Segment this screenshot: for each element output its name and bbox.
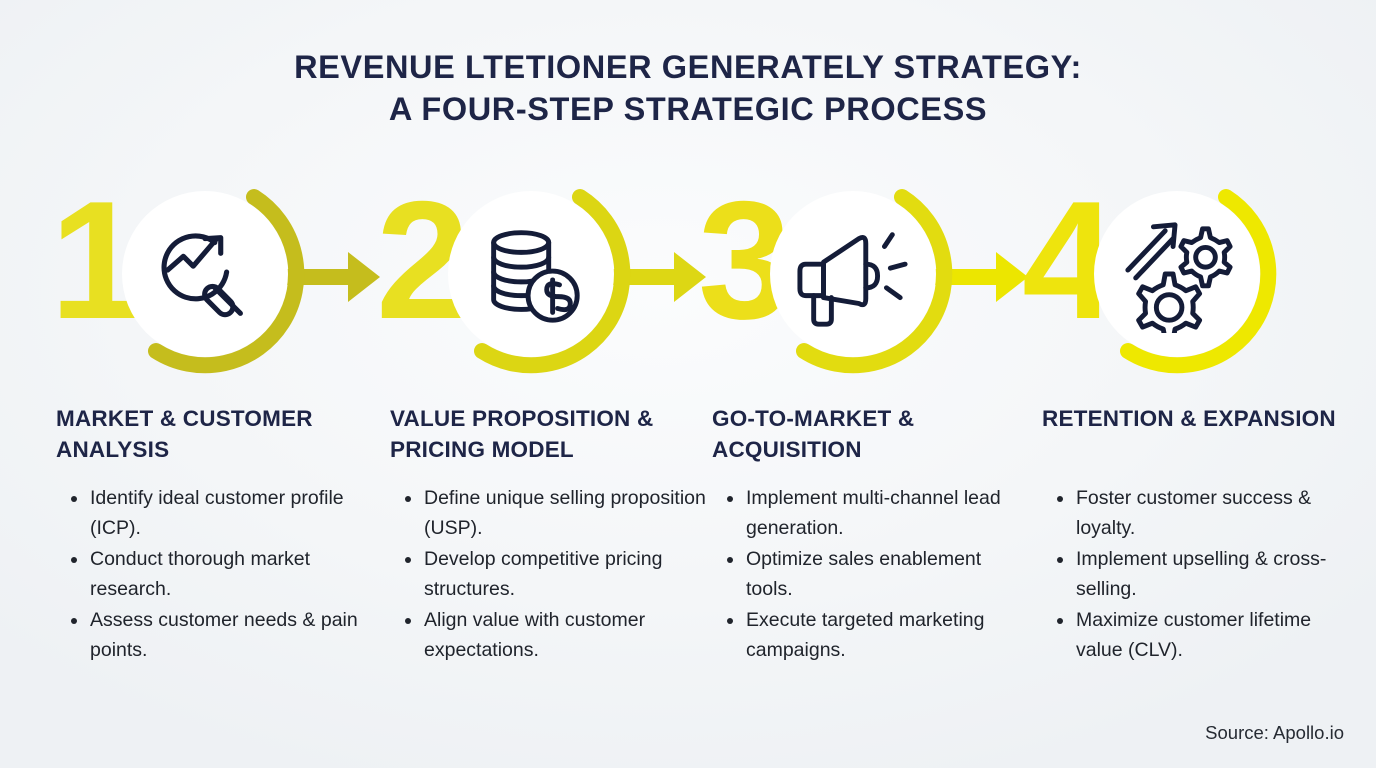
column-bullet-list: Foster customer success & loyalty. Imple…	[1042, 483, 1360, 665]
step-disc-2	[448, 191, 614, 357]
list-item: Assess customer needs & pain points.	[58, 605, 374, 665]
column-heading: RETENTION & EXPANSION	[1042, 406, 1336, 431]
column-heading: VALUE PROPOSITION & PRICING MODEL	[390, 406, 654, 462]
column-heading: MARKET & CUSTOMER ANALYSIS	[56, 406, 313, 462]
source-attribution: Source: Apollo.io	[1205, 722, 1344, 743]
ring-arc-2	[474, 189, 631, 374]
gears-growth-arrow-icon	[1125, 222, 1233, 333]
title-line-1: REVENUE LTETIONER GENERATELY STRATEGY:	[294, 49, 1082, 85]
steps-row: 1 2	[0, 168, 1376, 383]
list-item: Identify ideal customer profile (ICP).	[58, 483, 374, 543]
steps-detail-columns: MARKET & CUSTOMER ANALYSIS Identify idea…	[0, 403, 1376, 703]
column-retention-expansion: RETENTION & EXPANSION Foster customer su…	[1042, 403, 1360, 666]
step-4: 4	[1014, 168, 1314, 383]
list-item: Align value with customer expectations.	[392, 605, 708, 665]
megaphone-icon	[797, 232, 908, 327]
list-item: Implement multi-channel lead generation.	[714, 483, 1030, 543]
step-1: 1	[42, 168, 380, 383]
connector-arrow-3	[934, 252, 1028, 302]
list-item: Conduct thorough market research.	[58, 544, 374, 604]
column-market-customer-analysis: MARKET & CUSTOMER ANALYSIS Identify idea…	[56, 403, 374, 666]
column-value-proposition-pricing-model: VALUE PROPOSITION & PRICING MODEL Define…	[390, 403, 708, 666]
list-item: Define unique selling proposition (USP).	[392, 483, 708, 543]
column-go-to-market-acquisition: GO-TO-MARKET & ACQUISITION Implement mul…	[712, 403, 1030, 666]
list-item: Develop competitive pricing structures.	[392, 544, 708, 604]
infographic-title: REVENUE LTETIONER GENERATELY STRATEGY: A…	[0, 46, 1376, 130]
step-ring-3	[752, 173, 954, 375]
magnifier-trend-icon	[161, 233, 243, 318]
step-2: 2	[368, 168, 706, 383]
step-ring-1	[104, 173, 306, 375]
column-heading: GO-TO-MARKET & ACQUISITION	[712, 406, 915, 462]
ring-arc-4	[1120, 189, 1277, 374]
step-ring-4	[1076, 173, 1278, 375]
step-3: 3	[690, 168, 1028, 383]
list-item: Optimize sales enablement tools.	[714, 544, 1030, 604]
list-item: Execute targeted marketing campaigns.	[714, 605, 1030, 665]
ring-arc-3	[796, 189, 953, 374]
column-bullet-list: Identify ideal customer profile (ICP). C…	[56, 483, 374, 665]
step-ring-2	[430, 173, 632, 375]
title-line-2: A FOUR-STEP STRATEGIC PROCESS	[388, 91, 988, 127]
column-bullet-list: Implement multi-channel lead generation.…	[712, 483, 1030, 665]
connector-arrow-1	[286, 252, 380, 302]
connector-arrow-2	[612, 252, 706, 302]
list-item: Implement upselling & cross-selling.	[1044, 544, 1360, 604]
column-bullet-list: Define unique selling proposition (USP).…	[390, 483, 708, 665]
list-item: Maximize customer lifetime value (CLV).	[1044, 605, 1360, 665]
list-item: Foster customer success & loyalty.	[1044, 483, 1360, 543]
step-disc-1	[122, 191, 288, 357]
coin-stack-dollar-icon	[491, 230, 580, 323]
ring-arc-1	[148, 189, 305, 374]
